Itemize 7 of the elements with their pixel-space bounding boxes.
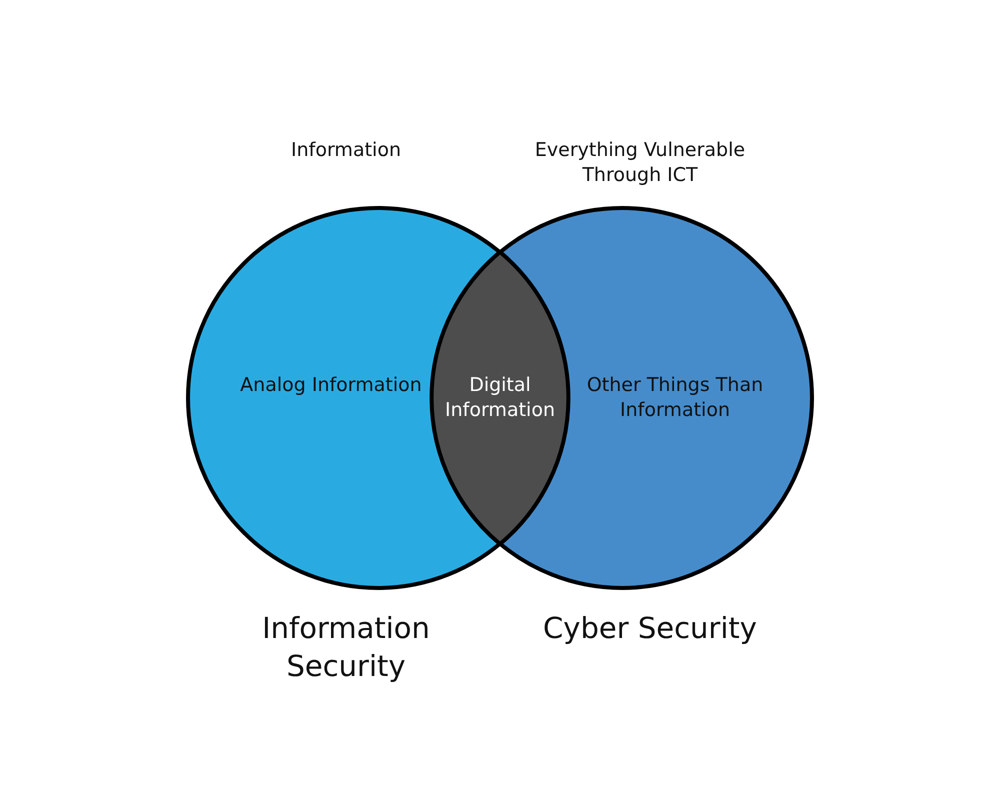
circle-heading: Information — [290, 138, 402, 163]
region-label: Analog Information — [239, 373, 423, 398]
circle-heading: Everything Vulnerable Through ICT — [534, 138, 746, 188]
region-label: Digital Information — [444, 373, 556, 422]
set-name: Information Security — [261, 610, 431, 685]
set-name: Cyber Security — [542, 610, 758, 647]
region-label: Other Things Than Information — [586, 373, 764, 422]
